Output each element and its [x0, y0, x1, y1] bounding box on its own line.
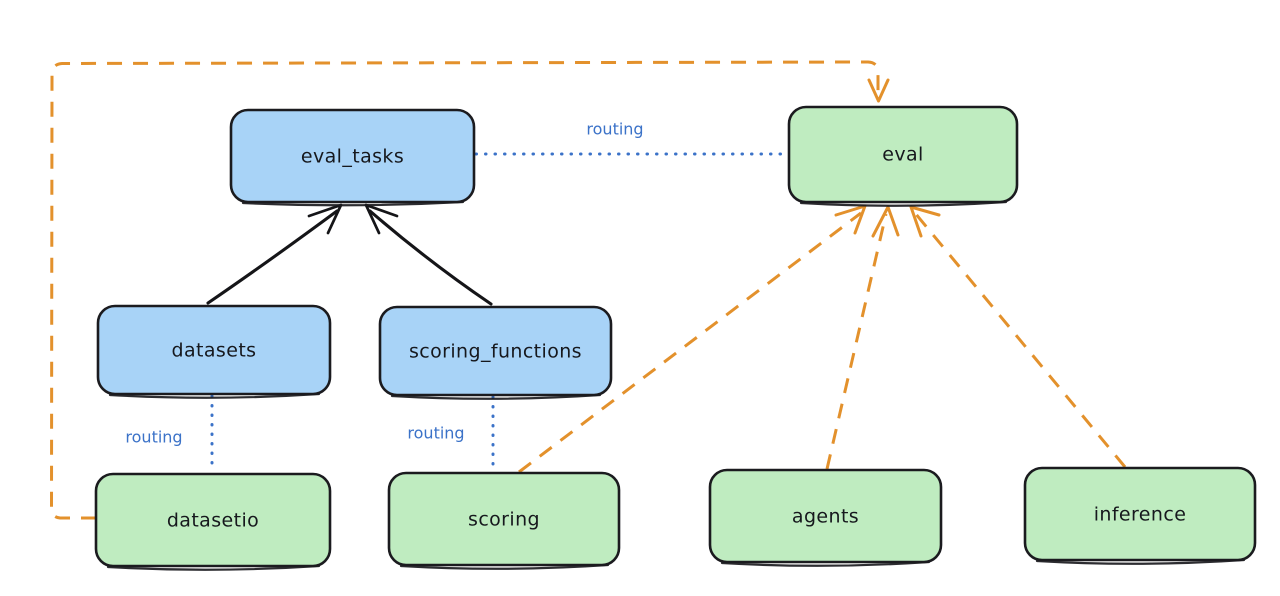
node-scoring-functions-label: scoring_functions — [409, 341, 582, 363]
node-eval-label: eval — [882, 144, 923, 166]
node-datasets-shape[interactable] — [96, 304, 332, 396]
node-scoring-functions-shape[interactable] — [378, 305, 613, 397]
node-scoring-functions[interactable]: scoring_functions — [378, 305, 613, 400]
edge-agents-to-eval — [825, 205, 900, 470]
node-eval[interactable]: eval — [787, 105, 1019, 207]
node-datasetio[interactable]: datasetio — [94, 472, 332, 571]
node-eval-tasks[interactable]: eval_tasks — [229, 108, 476, 207]
edge-label-routing-datasetio: routing — [125, 428, 182, 447]
node-datasetio-label: datasetio — [167, 510, 259, 532]
node-eval-shape[interactable] — [787, 105, 1019, 204]
node-eval-tasks-shape[interactable] — [229, 108, 476, 204]
node-scoring[interactable]: scoring — [387, 471, 621, 570]
node-eval-tasks-label: eval_tasks — [301, 146, 404, 168]
node-agents-label: agents — [792, 506, 859, 528]
node-agents-shape[interactable] — [708, 468, 943, 564]
node-datasets[interactable]: datasets — [96, 304, 332, 399]
edge-label-routing-scoring: routing — [407, 424, 464, 443]
node-agents[interactable]: agents — [708, 468, 943, 567]
node-inference-shape[interactable] — [1023, 466, 1257, 562]
node-scoring-shape[interactable] — [387, 471, 621, 567]
edge-inference-to-eval — [909, 205, 1127, 468]
node-datasetio-shape[interactable] — [94, 472, 332, 568]
edge-datasetio-to-eval — [49, 60, 890, 520]
node-datasets-label: datasets — [172, 340, 257, 362]
node-inference-label: inference — [1094, 504, 1187, 526]
node-inference[interactable]: inference — [1023, 466, 1257, 565]
edge-label-routing-top: routing — [586, 120, 643, 139]
node-scoring-label: scoring — [468, 509, 540, 531]
